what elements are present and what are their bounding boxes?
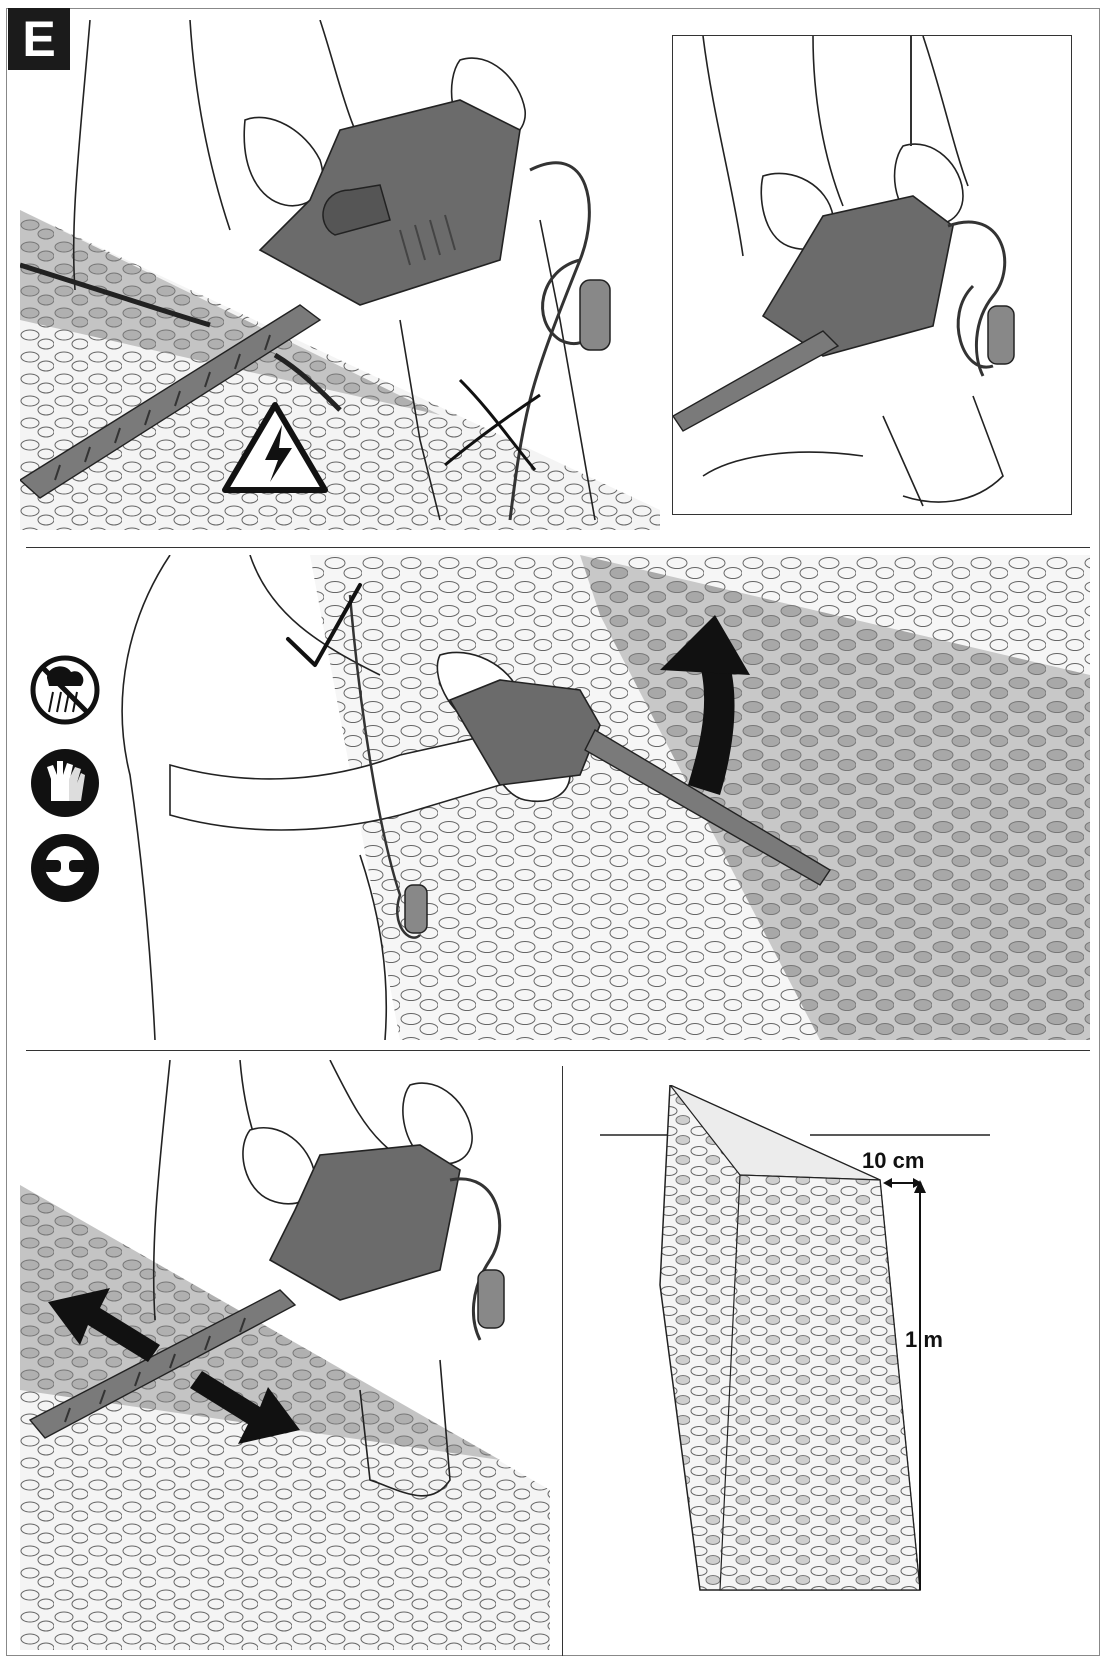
hedge-trimmer-body	[448, 679, 601, 786]
hedge-trimmer-blade	[28, 1289, 297, 1439]
panel-upward-cutting-illustration	[30, 555, 1090, 1040]
checkmark-icon	[286, 583, 362, 667]
hedge-trimmer-body	[268, 1144, 461, 1301]
hedge-trimmer-body	[258, 99, 521, 306]
person-outline	[702, 36, 969, 257]
panel-correct-cable-routing-illustration	[673, 36, 1015, 507]
panel-upward-cutting	[20, 555, 1090, 1040]
damaged-cable	[20, 262, 211, 328]
hedge-trimmer-blade	[584, 729, 831, 886]
wear-gloves-icon	[31, 749, 99, 817]
panel-hedge-shape: 10 cm 1 m	[600, 1085, 1080, 1605]
section-letter-badge: E	[8, 8, 70, 70]
page-frame	[6, 8, 1100, 1656]
divider-vertical	[562, 1066, 563, 1656]
panel-sideways-cutting-illustration	[20, 1060, 550, 1650]
x-mark-icon	[444, 378, 541, 471]
arrow-left-icon	[48, 1288, 160, 1362]
extension-plug	[404, 884, 428, 934]
panel-cable-warning-illustration	[20, 20, 660, 530]
hedge-trimmer-blade	[20, 304, 322, 499]
left-hand	[243, 116, 324, 207]
extension-plug	[477, 1269, 505, 1329]
extension-plug	[987, 305, 1015, 365]
person-outline	[121, 555, 171, 1040]
panel-sideways-cutting	[20, 1060, 550, 1650]
panel-cable-warning	[20, 20, 660, 530]
wear-eye-protection-icon	[31, 834, 99, 902]
panel-correct-cable-routing	[672, 35, 1072, 515]
hedge-trimmer-blade	[673, 330, 840, 432]
electric-shock-warning-icon	[222, 402, 328, 493]
right-hand	[402, 1082, 473, 1165]
extension-plug	[579, 279, 611, 351]
panel-hedge-shape-illustration: 10 cm 1 m	[600, 1085, 990, 1591]
divider-top	[26, 547, 1090, 548]
hedge-trimmer-body	[761, 195, 954, 357]
height-label: 1 m	[905, 1327, 943, 1352]
arrow-right-icon	[190, 1371, 300, 1444]
no-rain-icon	[30, 655, 100, 725]
divider-bottom	[26, 1050, 1090, 1051]
width-label: 10 cm	[862, 1148, 924, 1173]
curved-up-arrow-icon	[660, 615, 750, 795]
